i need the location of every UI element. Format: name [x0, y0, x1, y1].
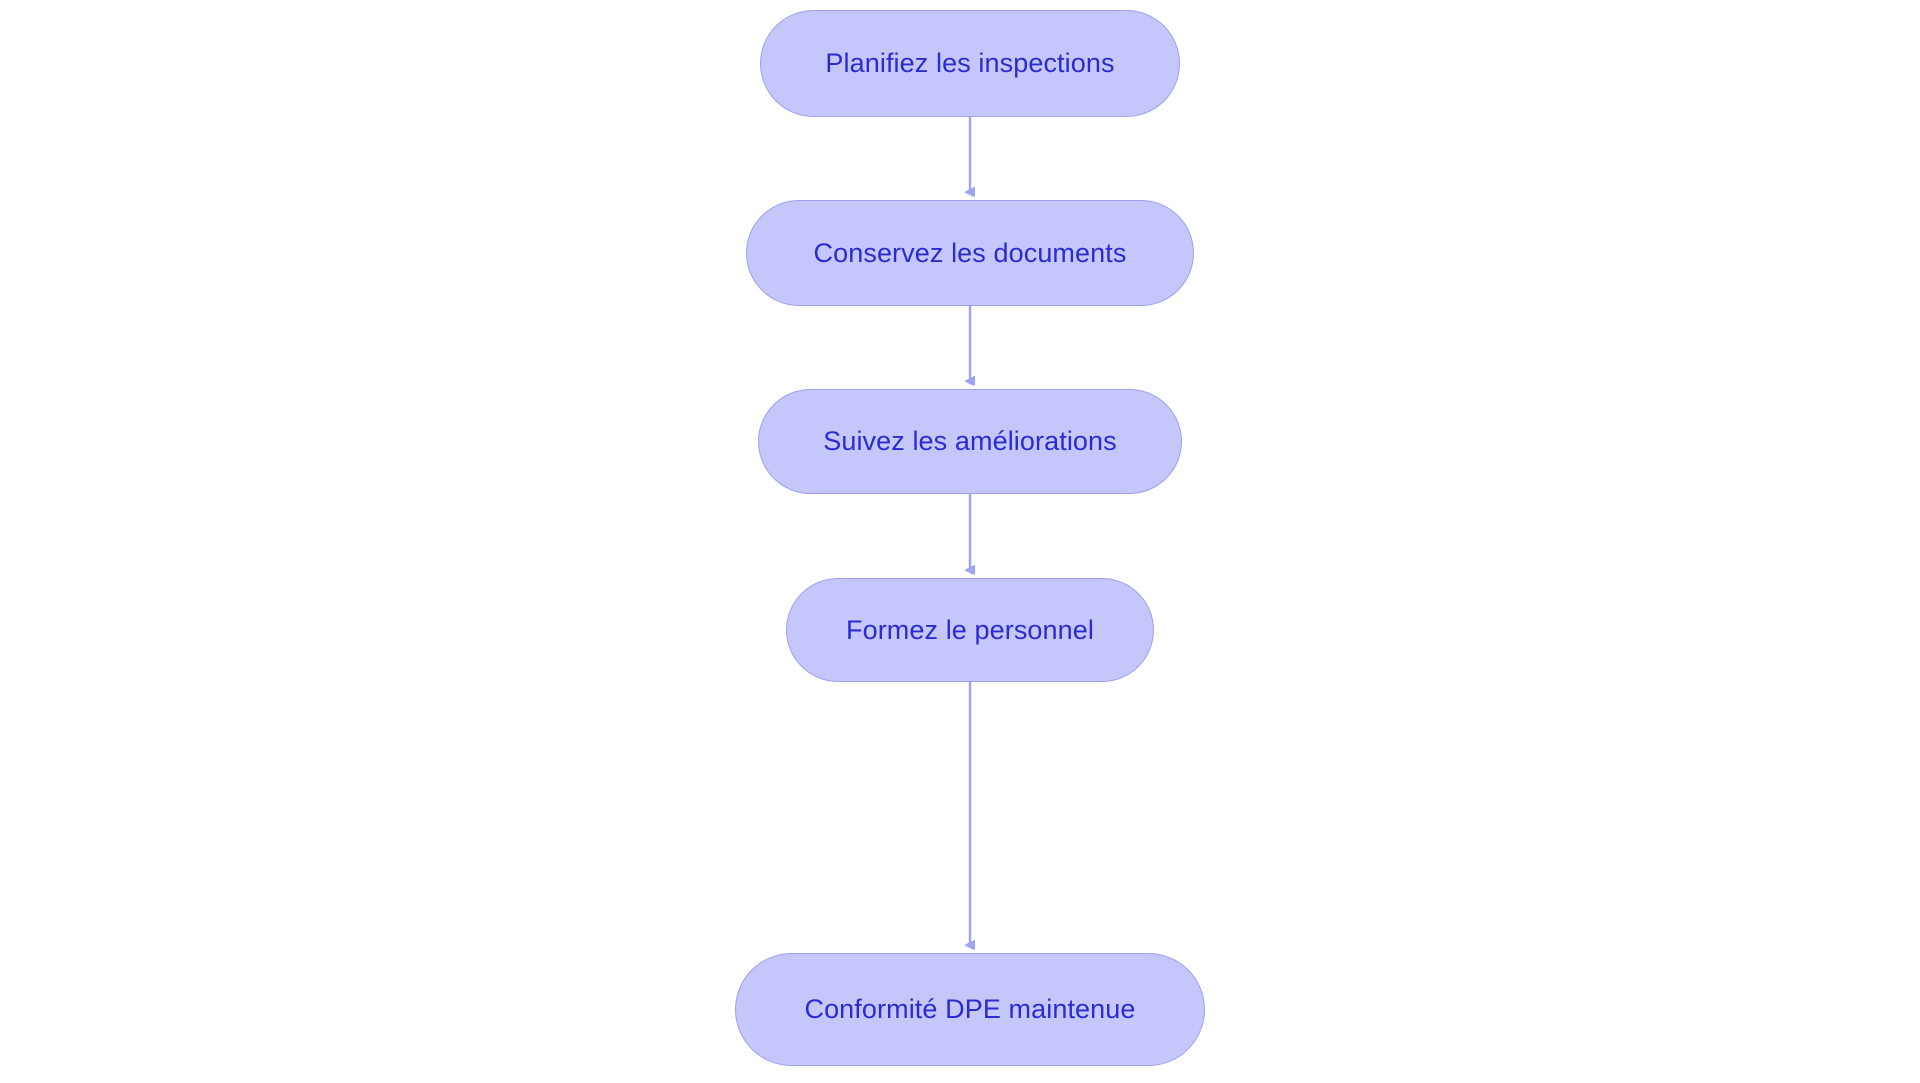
- flow-node-label: Conformité DPE maintenue: [804, 994, 1136, 1025]
- flow-node-label: Formez le personnel: [845, 614, 1094, 645]
- flow-node-label: Planifiez les inspections: [825, 48, 1115, 79]
- flow-node-train-staff[interactable]: Formez le personnel: [786, 578, 1154, 682]
- flow-node-label: Conservez les documents: [813, 237, 1127, 268]
- flow-node-label: Suivez les améliorations: [823, 426, 1117, 457]
- flow-node-plan-inspections[interactable]: Planifiez les inspections: [760, 10, 1180, 117]
- flow-node-keep-documents[interactable]: Conservez les documents: [746, 200, 1194, 306]
- flow-node-track-improvements[interactable]: Suivez les améliorations: [758, 389, 1182, 494]
- flow-node-dpe-compliance-maintained[interactable]: Conformité DPE maintenue: [735, 953, 1205, 1066]
